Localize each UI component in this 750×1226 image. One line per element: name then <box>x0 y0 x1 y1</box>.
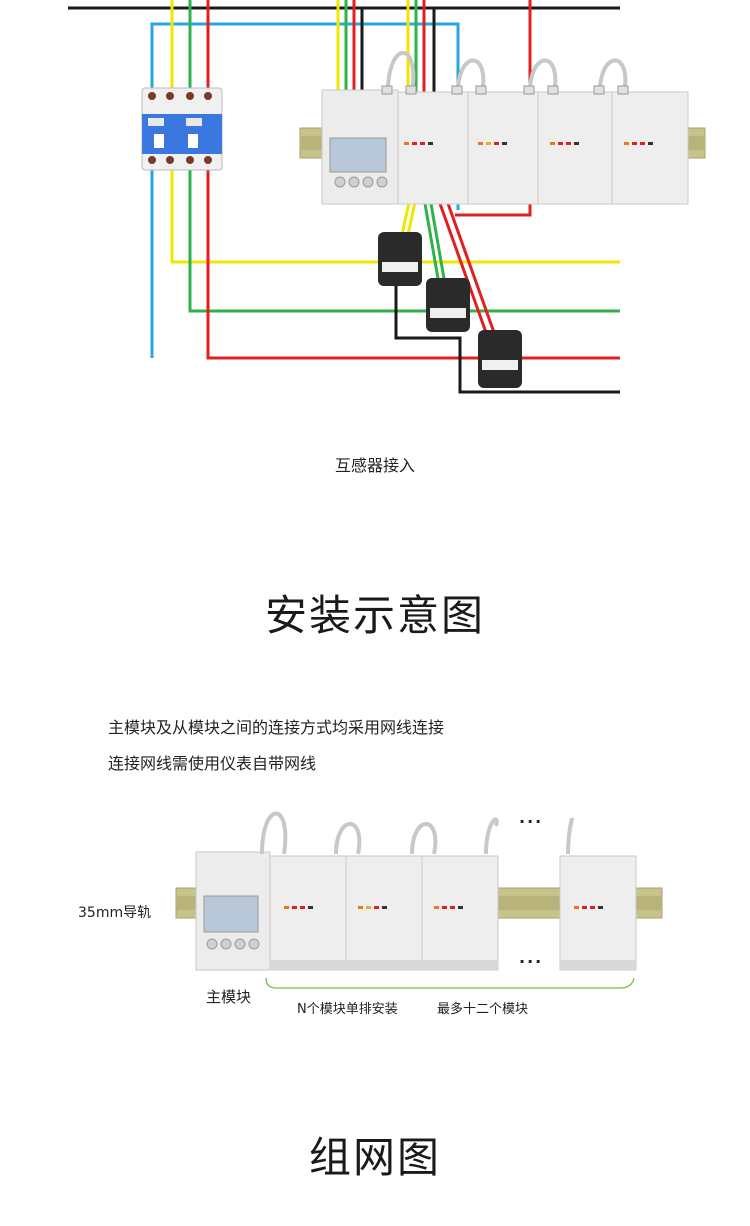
current-transformer-c <box>478 330 522 388</box>
max-modules-label: 最多十二个模块 <box>437 1002 529 1017</box>
slave-module <box>467 91 539 205</box>
meter-assembly <box>321 51 689 205</box>
slave-module-last <box>559 855 637 971</box>
ct-caption: 互感器接入 <box>334 456 415 475</box>
master-module <box>195 851 271 971</box>
slave-module <box>537 91 613 205</box>
led-indicators <box>404 142 653 145</box>
slave-module <box>611 91 689 205</box>
circuit-breaker <box>141 87 223 171</box>
ellipsis-bottom: ... <box>519 948 544 967</box>
note-line-2: 连接网线需使用仪表自带网线 <box>108 754 317 773</box>
network-diagram <box>175 811 663 989</box>
terminal-blocks <box>270 960 636 970</box>
n-modules-label: N个模块单排安装 <box>297 1002 398 1017</box>
current-transformer-b <box>426 278 470 332</box>
lcd-screen <box>203 895 259 933</box>
note-line-1: 主模块及从模块之间的连接方式均采用网线连接 <box>108 718 445 737</box>
network-heading: 组网图 <box>308 1133 441 1182</box>
ct-wiring-diagram <box>68 0 706 394</box>
install-heading: 安装示意图 <box>264 591 485 640</box>
led-indicators <box>284 906 603 909</box>
rail-label: 35mm导轨 <box>78 905 152 921</box>
slave-module <box>269 855 347 971</box>
network-cable-loops <box>260 811 574 855</box>
modules-bracket <box>265 977 635 989</box>
current-transformers <box>378 232 522 388</box>
master-module-label: 主模块 <box>206 988 252 1006</box>
ellipsis-top: ... <box>519 808 544 827</box>
ct-secondary-wires <box>394 197 620 394</box>
network-cable-loops <box>386 51 628 93</box>
slave-module <box>397 91 469 205</box>
lcd-screen <box>329 137 387 173</box>
slave-module <box>345 855 423 971</box>
current-transformer-a <box>378 232 422 286</box>
slave-module <box>421 855 499 971</box>
